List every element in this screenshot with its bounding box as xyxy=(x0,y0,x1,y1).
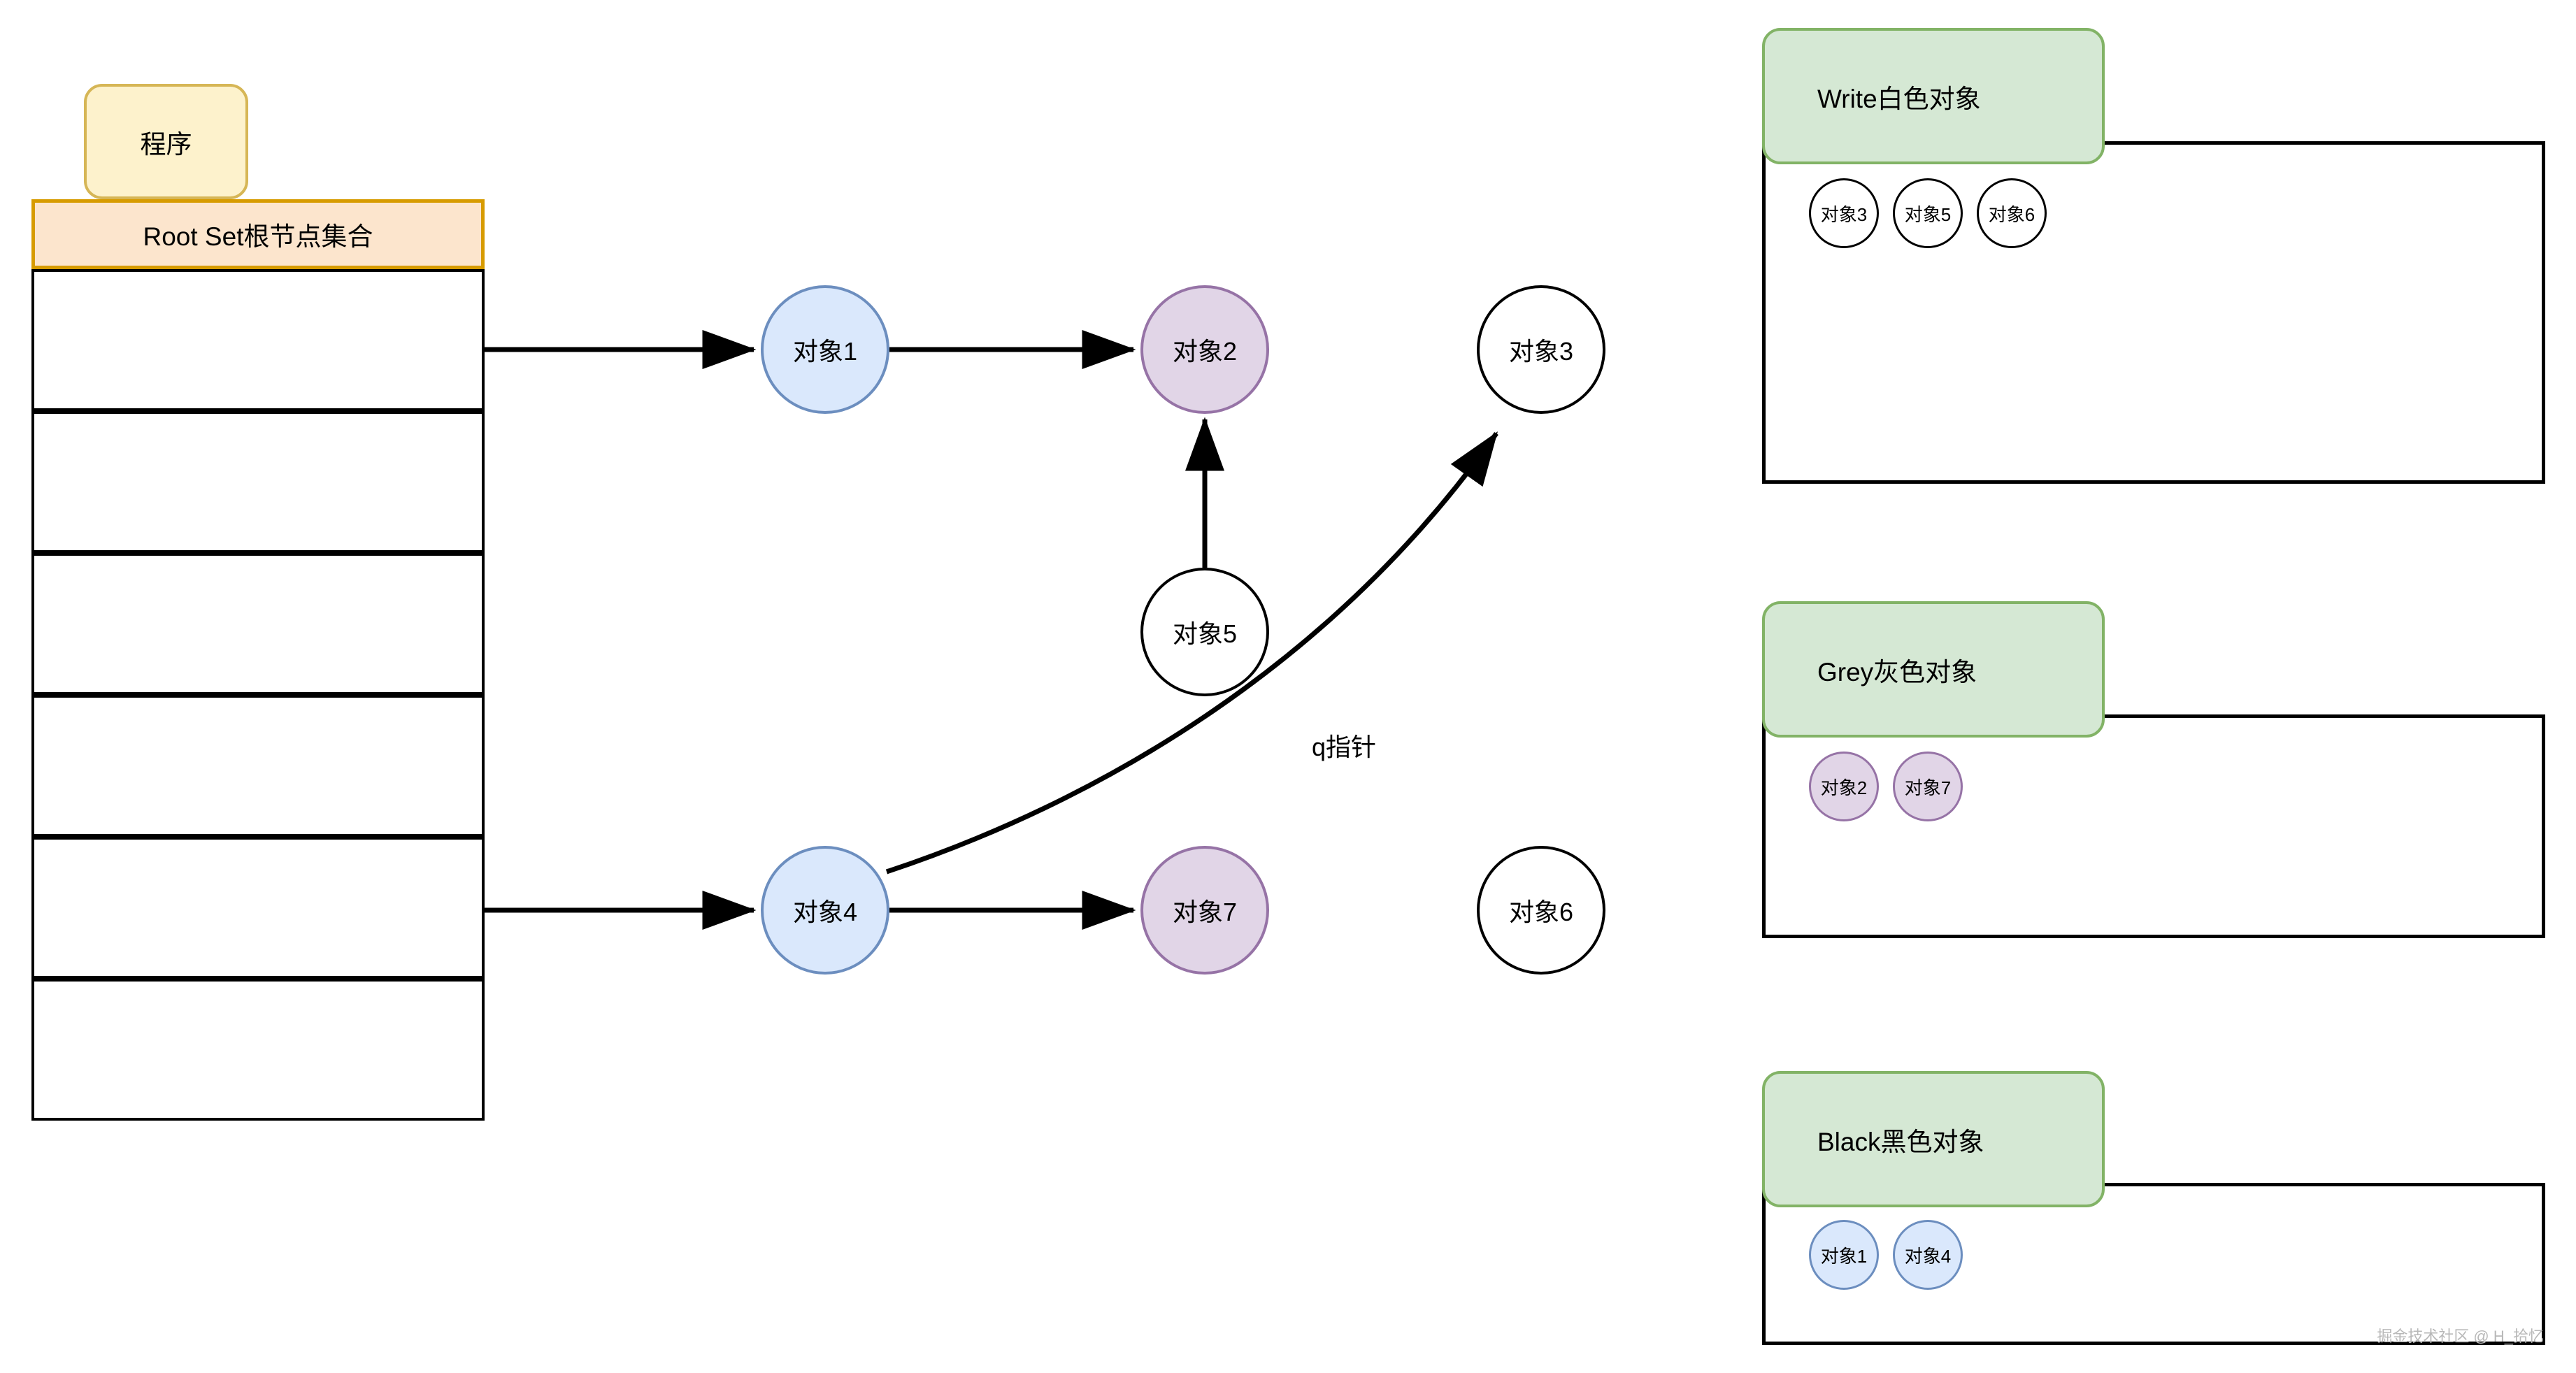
legend-node-grey-obj2[interactable]: 对象2 xyxy=(1809,752,1879,821)
node-obj7-label: 对象7 xyxy=(1172,898,1238,926)
legend-node-white-obj3-label: 对象3 xyxy=(1820,203,1868,225)
node-obj3-label: 对象3 xyxy=(1508,337,1574,366)
root-set-slot-3[interactable] xyxy=(31,553,485,695)
legend-body-white: 对象3 对象5 对象6 xyxy=(1762,141,2545,484)
legend-body-grey: 对象2 对象7 xyxy=(1762,714,2545,938)
legend-node-white-obj6-label: 对象6 xyxy=(1988,203,2035,225)
edge-label-q-pointer: q指针 xyxy=(1312,733,1377,761)
legend-items-white: 对象3 对象5 对象6 xyxy=(1809,178,2047,248)
node-obj4[interactable]: 对象4 xyxy=(761,846,889,975)
node-obj6[interactable]: 对象6 xyxy=(1477,846,1605,975)
legend-node-white-obj3[interactable]: 对象3 xyxy=(1809,178,1879,248)
root-set-slot-6[interactable] xyxy=(31,979,485,1121)
root-set-slot-4[interactable] xyxy=(31,695,485,837)
root-set-table xyxy=(31,269,485,1121)
legend-header-black-label: Black黑色对象 xyxy=(1817,1127,1984,1156)
legend-header-black[interactable]: Black黑色对象 xyxy=(1762,1071,2105,1207)
legend-node-grey-obj7[interactable]: 对象7 xyxy=(1893,752,1963,821)
node-obj4-label: 对象4 xyxy=(792,898,858,926)
legend-header-grey[interactable]: Grey灰色对象 xyxy=(1762,601,2105,738)
legend-node-grey-obj2-label: 对象2 xyxy=(1820,777,1868,798)
node-obj6-label: 对象6 xyxy=(1508,898,1574,926)
node-obj5[interactable]: 对象5 xyxy=(1140,568,1269,696)
node-obj3[interactable]: 对象3 xyxy=(1477,285,1605,414)
legend-node-black-obj4[interactable]: 对象4 xyxy=(1893,1220,1963,1290)
node-obj2-label: 对象2 xyxy=(1172,337,1238,366)
node-obj7[interactable]: 对象7 xyxy=(1140,846,1269,975)
node-obj1-label: 对象1 xyxy=(792,337,858,366)
root-set-header[interactable]: Root Set根节点集合 xyxy=(31,199,485,269)
node-obj1[interactable]: 对象1 xyxy=(761,285,889,414)
program-box-label: 程序 xyxy=(140,129,192,159)
root-set-slot-2[interactable] xyxy=(31,411,485,553)
legend-header-grey-label: Grey灰色对象 xyxy=(1817,657,1977,686)
legend-body-black: 对象1 对象4 xyxy=(1762,1183,2545,1345)
root-set-slot-5[interactable] xyxy=(31,837,485,979)
legend-items-grey: 对象2 对象7 xyxy=(1809,752,1963,821)
program-box[interactable]: 程序 xyxy=(84,84,248,199)
node-obj5-label: 对象5 xyxy=(1172,619,1238,648)
watermark-text: 掘金技术社区 @ H_拾忆 xyxy=(2377,1328,2544,1345)
legend-header-white-label: Write白色对象 xyxy=(1817,84,1981,113)
legend-node-black-obj4-label: 对象4 xyxy=(1904,1245,1952,1267)
legend-node-white-obj6[interactable]: 对象6 xyxy=(1977,178,2047,248)
legend-node-black-obj1[interactable]: 对象1 xyxy=(1809,1220,1879,1290)
legend-items-black: 对象1 对象4 xyxy=(1809,1220,1963,1290)
legend-node-black-obj1-label: 对象1 xyxy=(1820,1245,1868,1267)
legend-header-white[interactable]: Write白色对象 xyxy=(1762,28,2105,164)
node-obj2[interactable]: 对象2 xyxy=(1140,285,1269,414)
legend-node-grey-obj7-label: 对象7 xyxy=(1904,777,1952,798)
root-set-header-label: Root Set根节点集合 xyxy=(143,222,373,251)
legend-node-white-obj5[interactable]: 对象5 xyxy=(1893,178,1963,248)
root-set-slot-1[interactable] xyxy=(31,269,485,411)
legend-node-white-obj5-label: 对象5 xyxy=(1904,203,1952,225)
